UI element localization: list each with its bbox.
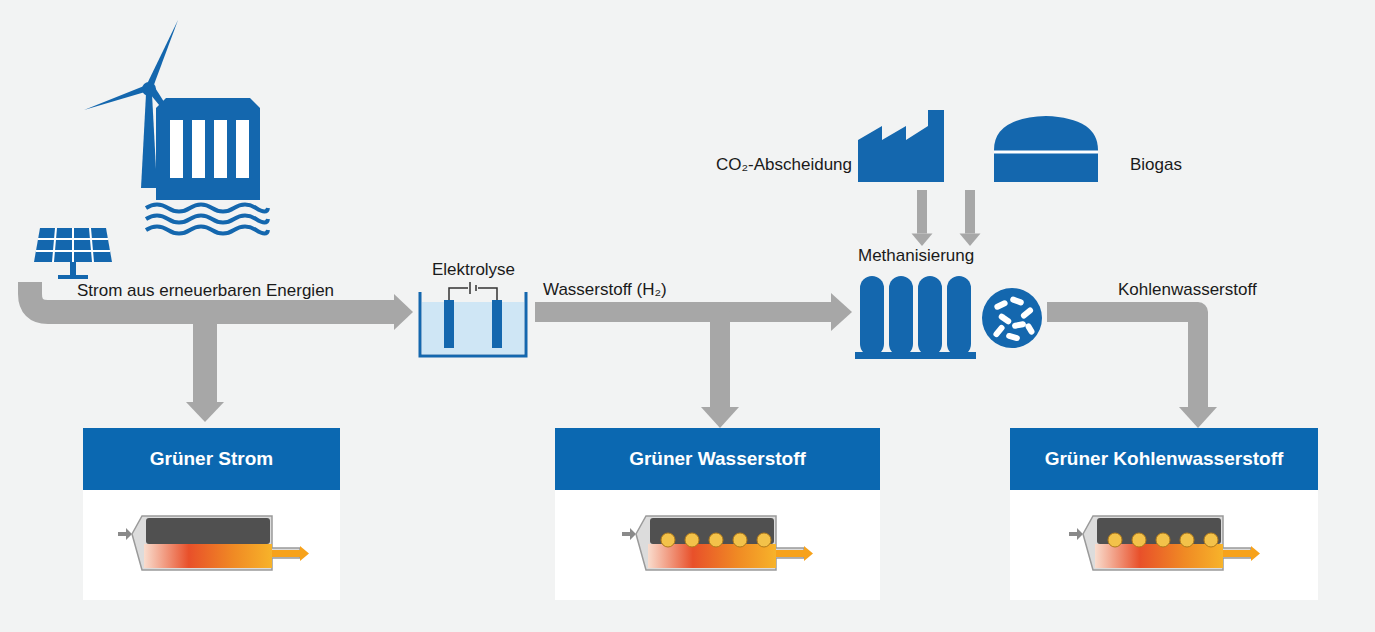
arrow-head bbox=[960, 234, 981, 247]
methanation-reactor-part bbox=[889, 276, 913, 356]
factory-icon bbox=[858, 110, 944, 182]
node-label: CO₂-Abscheidung bbox=[650, 155, 852, 175]
solar-panel-part bbox=[36, 228, 110, 262]
power-arrow-part bbox=[394, 294, 413, 330]
methanation-reactor-part bbox=[947, 276, 971, 356]
furnace-panel-part bbox=[83, 490, 340, 600]
arrow-shaft bbox=[965, 190, 975, 234]
hydro-plant-part bbox=[170, 120, 183, 178]
box-heading: Grüner Wasserstoff bbox=[555, 428, 880, 490]
biogas-dome-part bbox=[994, 151, 1098, 154]
arrow-head bbox=[912, 234, 933, 247]
arrow-head bbox=[701, 407, 739, 428]
methanation-reactor-part-part bbox=[998, 313, 1013, 326]
hydro-plant-part bbox=[146, 205, 268, 234]
methanation-reactor-part-part bbox=[1009, 296, 1024, 306]
power-arrow-part bbox=[30, 282, 394, 312]
methanation-reactor-part-part bbox=[992, 324, 1006, 339]
node-label: Methanisierung bbox=[858, 246, 1047, 266]
furnace-panel bbox=[83, 490, 1318, 600]
methanation-reactor-part-part bbox=[1012, 321, 1027, 329]
furnace-panel-part bbox=[1010, 490, 1318, 600]
power-arrow bbox=[30, 282, 413, 422]
arrow-head bbox=[1179, 407, 1217, 428]
furnace-panel-part bbox=[1108, 533, 1218, 547]
arrow-head bbox=[831, 293, 852, 331]
methanation-reactor-part-part bbox=[1024, 322, 1035, 335]
factory-icon-part bbox=[858, 110, 944, 182]
flow-arrow bbox=[912, 190, 933, 246]
power-arrow-part bbox=[193, 312, 217, 402]
capture-node: CO₂-Abscheidung bbox=[650, 100, 958, 188]
furnace-panel-part bbox=[661, 533, 771, 547]
edge-label: Wasserstoff (H₂) bbox=[543, 280, 667, 300]
electrolysis-cell-part bbox=[492, 300, 502, 348]
hydro-plant-part bbox=[236, 120, 249, 178]
methanation-reactor-part bbox=[992, 296, 1035, 342]
electrolysis-node: Elektrolyse bbox=[412, 258, 535, 362]
furnace-panel-part bbox=[118, 516, 309, 570]
electrolysis-cell-part bbox=[449, 282, 497, 300]
furnace-panel-part bbox=[622, 516, 813, 570]
methanation-reactor-part bbox=[860, 276, 884, 356]
hydro-plant bbox=[146, 98, 268, 234]
flow-arrow bbox=[1047, 312, 1217, 428]
solar-panel-part bbox=[58, 275, 88, 279]
box-heading: Grüner Kohlenwasserstoff bbox=[1010, 428, 1318, 490]
wind-turbine-part bbox=[142, 82, 156, 96]
biogas-dome-part bbox=[994, 116, 1098, 182]
methanation-reactor-part-part bbox=[1005, 332, 1020, 341]
flow-arrow bbox=[535, 312, 739, 428]
methanation-node: Methanisierung bbox=[852, 246, 1047, 362]
wind-turbine-part bbox=[141, 94, 157, 188]
methanation-reactor bbox=[855, 276, 1042, 359]
methanation-reactor-part bbox=[982, 288, 1042, 348]
hydro-plant-part bbox=[214, 120, 227, 178]
wind-turbine-part bbox=[84, 84, 149, 110]
arrow-shaft bbox=[535, 312, 720, 407]
arrow-shaft bbox=[1047, 312, 1198, 407]
biogas-node: Biogas bbox=[960, 100, 1200, 188]
electrolysis-cell-part bbox=[422, 302, 524, 354]
methanation-reactor-part-part bbox=[993, 299, 1008, 310]
node-label: Biogas bbox=[1130, 155, 1200, 175]
arrow-shaft bbox=[917, 190, 927, 234]
electrolysis-cell bbox=[420, 282, 526, 356]
power-arrow-part bbox=[186, 402, 224, 422]
product-box: Grüner Kohlenwasserstoff bbox=[1010, 428, 1318, 600]
node-label: Elektrolyse bbox=[412, 260, 535, 280]
hydro-plant-part bbox=[192, 120, 205, 178]
flow-arrow bbox=[960, 190, 981, 246]
flow-label: Strom aus erneuerbaren Energien bbox=[77, 281, 334, 301]
furnace-panel-part bbox=[1069, 516, 1260, 570]
solar-panel-part bbox=[70, 262, 76, 276]
edge-label: Kohlenwasserstoff bbox=[1118, 280, 1257, 300]
product-box: Grüner Strom bbox=[83, 428, 340, 600]
hydro-plant-part bbox=[156, 98, 260, 200]
methanation-reactor-part-part bbox=[1020, 306, 1035, 320]
electrolysis-cell-part bbox=[444, 300, 454, 348]
electrolysis-cell-part bbox=[420, 292, 526, 356]
solar-panel bbox=[34, 228, 112, 279]
methanation-reactor-part bbox=[918, 276, 942, 356]
box-heading: Grüner Strom bbox=[83, 428, 340, 490]
furnace-panel-part bbox=[555, 490, 880, 600]
solar-panel-part bbox=[34, 228, 112, 262]
methanation-reactor-part bbox=[855, 352, 976, 359]
product-box: Grüner Wasserstoff bbox=[555, 428, 880, 600]
wind-turbine-part bbox=[146, 20, 178, 90]
biogas-dome bbox=[994, 116, 1098, 182]
